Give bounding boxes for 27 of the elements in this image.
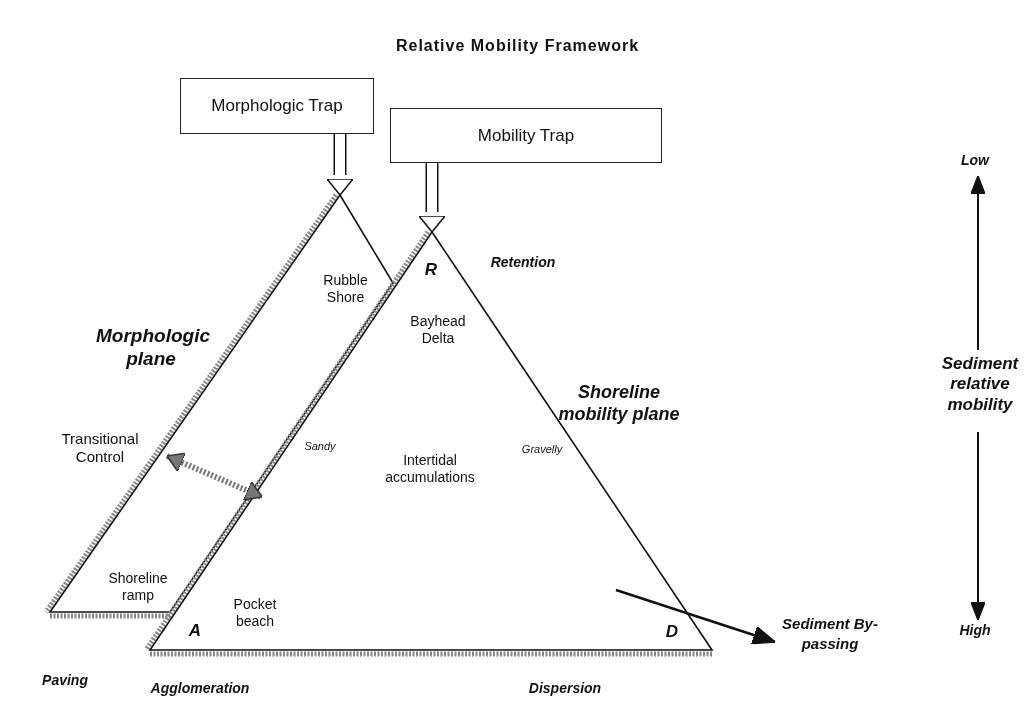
trap-box: Mobility Trap xyxy=(390,108,662,163)
bottom-label: Dispersion xyxy=(527,680,603,697)
zone-label: Pocket beach xyxy=(232,596,278,630)
corner-letter: D xyxy=(664,622,680,643)
zone-label: Rubble Shore xyxy=(322,272,369,306)
apex-label: Retention xyxy=(489,254,557,271)
plane-label: Shoreline mobility plane xyxy=(557,382,681,426)
zone-label: Bayhead Delta xyxy=(409,313,467,347)
hollow-arrow xyxy=(326,134,354,196)
hollow-arrow xyxy=(418,163,446,233)
corner-letter: R xyxy=(423,260,439,281)
zone-label: Gravelly xyxy=(520,443,564,457)
corner-letter: A xyxy=(187,621,203,642)
scale-end-label: High xyxy=(958,622,992,639)
zone-label: Shoreline ramp xyxy=(107,570,169,604)
zone-label: Intertidal accumulations xyxy=(384,452,476,486)
trap-box: Morphologic Trap xyxy=(180,78,374,134)
bottom-label: Paving xyxy=(41,672,89,689)
zone-label: Sandy xyxy=(303,440,337,454)
scale-end-label: Low xyxy=(960,152,991,169)
arrow xyxy=(615,588,776,645)
edge-label: Transitional Control xyxy=(60,430,140,466)
axis-label: Sediment relative mobility xyxy=(940,354,1020,416)
bottom-label: Agglomeration xyxy=(149,680,251,697)
outcome-label: Sediment By-passing xyxy=(780,614,880,660)
diagram-title: Relative Mobility Framework xyxy=(394,36,641,56)
double-arrow xyxy=(165,452,264,501)
